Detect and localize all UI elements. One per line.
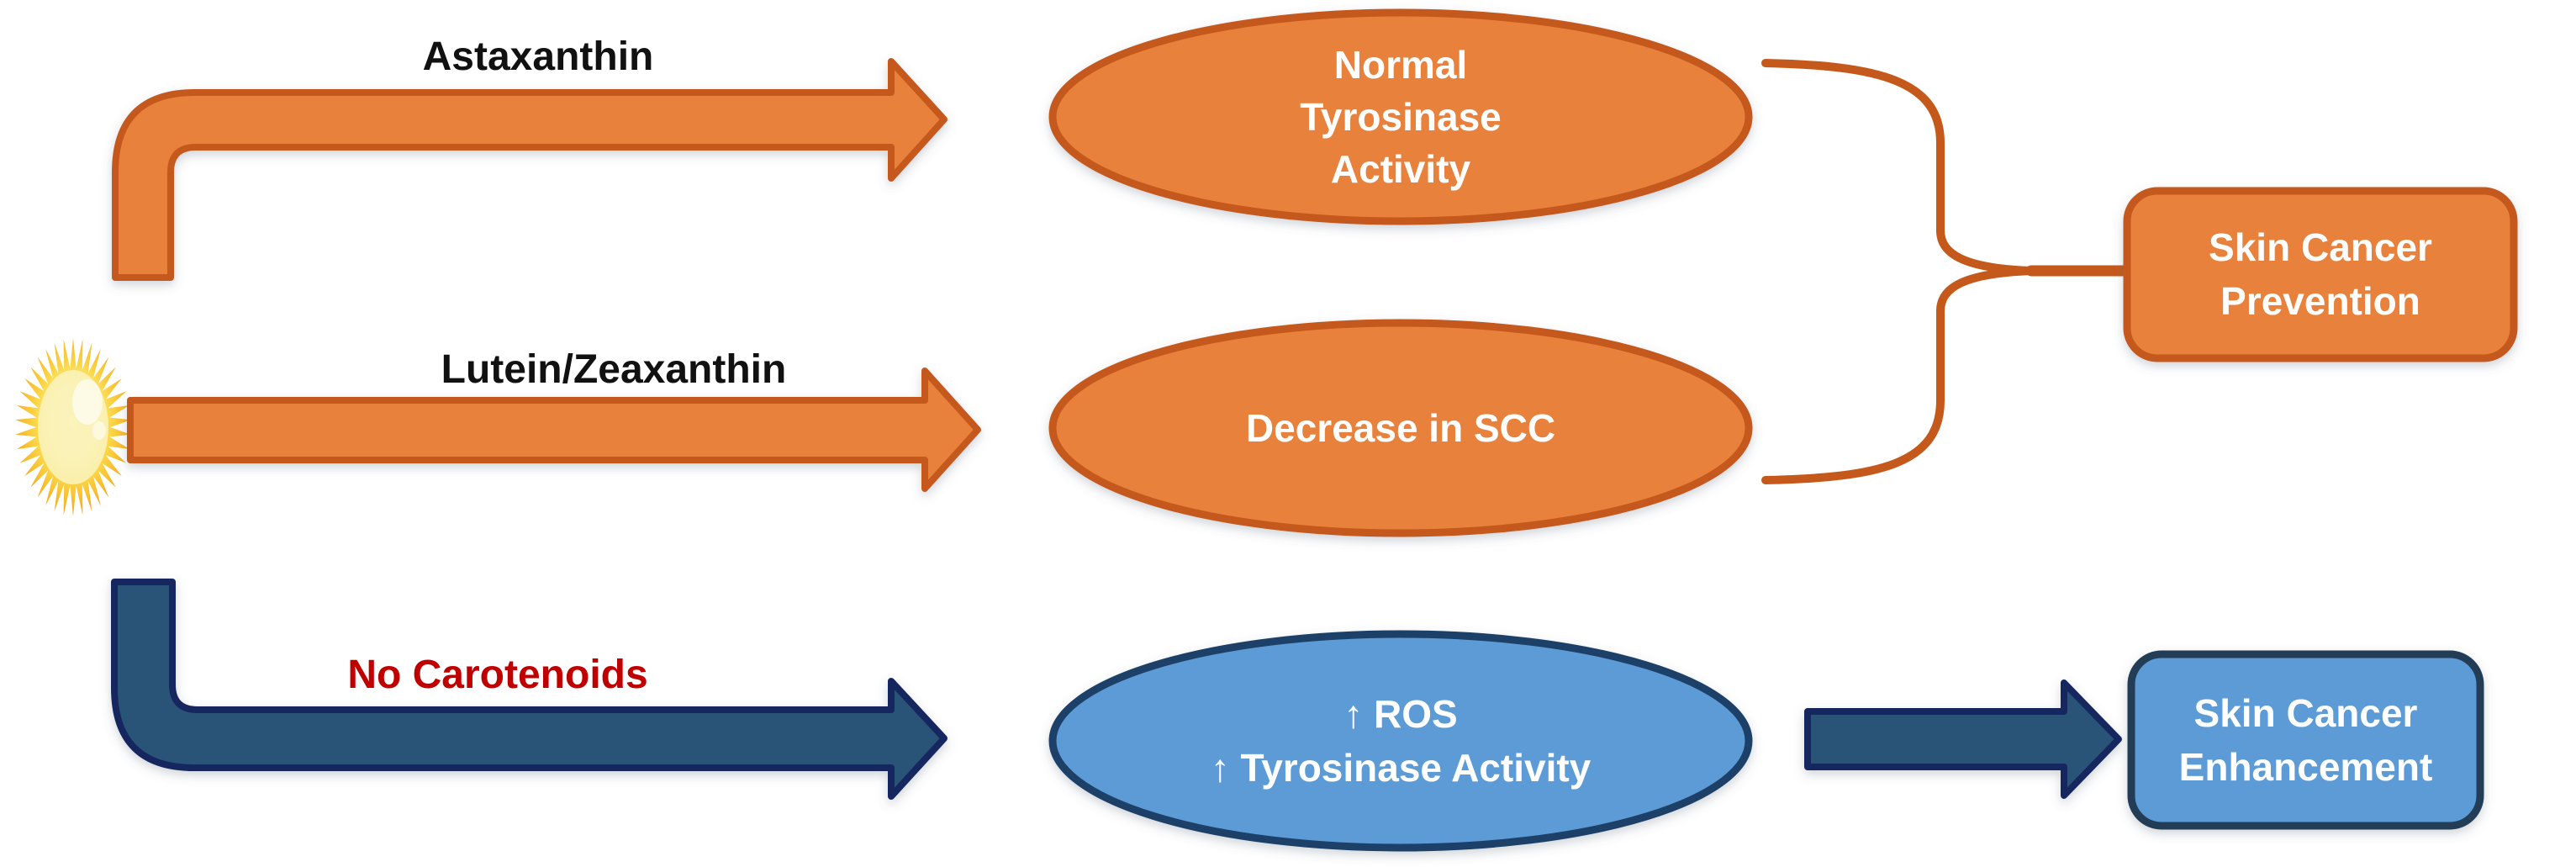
prevention-line2: Prevention xyxy=(2220,279,2420,323)
normal-tyrosinase-text: Normal Tyrosinase Activity xyxy=(1148,39,1653,195)
ros-text: ↑ ROS ↑ Tyrosinase Activity xyxy=(1106,687,1695,795)
lutein-arrow xyxy=(127,367,981,492)
enhancement-arrow xyxy=(1804,679,2122,799)
prevention-text: Skin Cancer Prevention xyxy=(2127,220,2514,328)
lutein-label: Lutein/Zeaxanthin xyxy=(441,347,787,392)
no-carotenoids-label: No Carotenoids xyxy=(347,653,648,697)
normal-tyrosinase-line3: Activity xyxy=(1330,147,1471,191)
normal-tyrosinase-line2: Tyrosinase xyxy=(1300,95,1502,139)
decrease-scc-ellipse xyxy=(1048,319,1753,537)
sun-icon xyxy=(15,338,131,516)
brace xyxy=(1761,59,2032,484)
enhancement-line2: Enhancement xyxy=(2178,745,2433,789)
normal-tyrosinase-ellipse xyxy=(1048,8,1753,225)
decrease-scc-text: Decrease in SCC xyxy=(1148,402,1653,454)
ros-line2: ↑ Tyrosinase Activity xyxy=(1210,746,1592,790)
ros-ellipse xyxy=(1048,630,1753,852)
ros-line1: ↑ ROS xyxy=(1343,692,1458,736)
sun-highlight xyxy=(72,379,103,425)
sun-highlight-small xyxy=(92,421,106,440)
enhancement-text: Skin Cancer Enhancement xyxy=(2131,686,2480,794)
normal-tyrosinase-line1: Normal xyxy=(1333,43,1468,87)
prevention-line1: Skin Cancer xyxy=(2209,225,2432,269)
enhancement-line1: Skin Cancer xyxy=(2193,691,2418,735)
astaxanthin-arrow xyxy=(112,58,948,281)
decrease-scc-line: Decrease in SCC xyxy=(1245,406,1556,450)
prevention-box xyxy=(2123,187,2518,362)
astaxanthin-label: Astaxanthin xyxy=(422,34,654,79)
no-carotenoids-arrow xyxy=(111,579,948,800)
enhancement-box xyxy=(2127,650,2484,830)
